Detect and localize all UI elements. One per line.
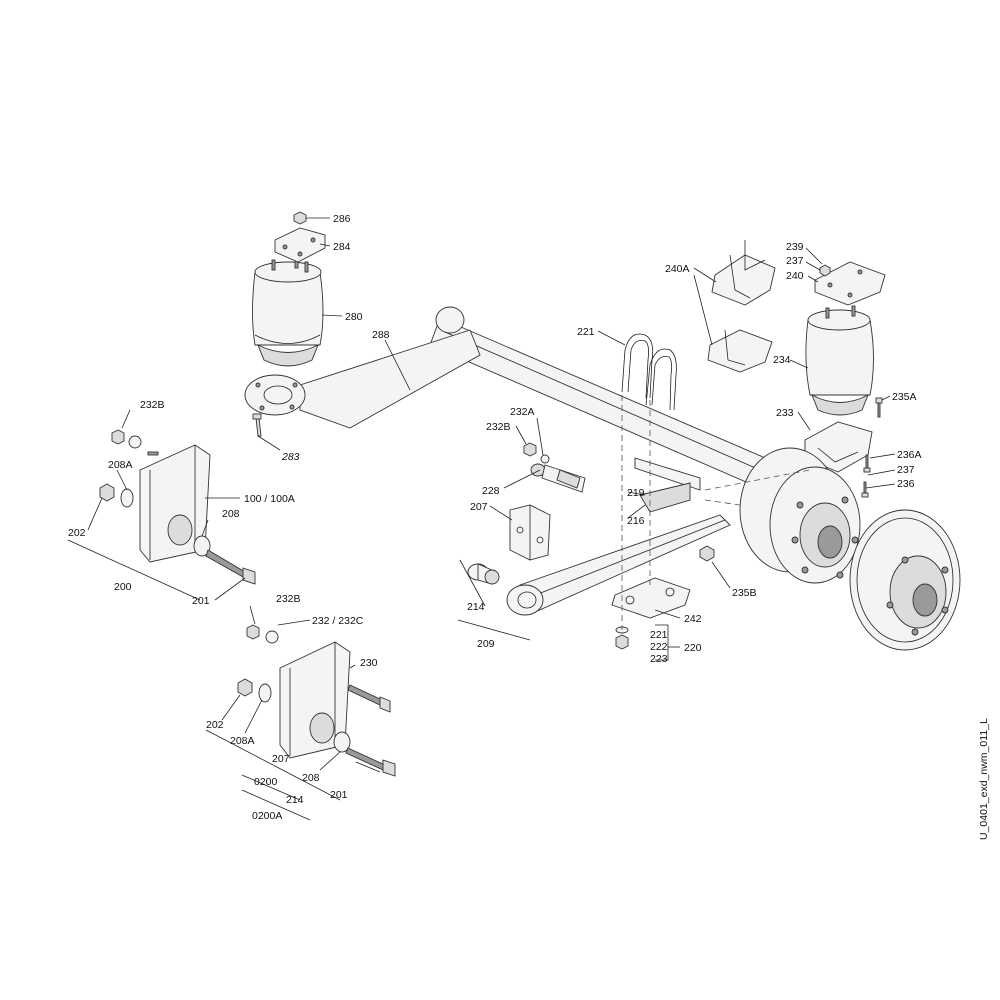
nut-202-lower <box>237 678 253 697</box>
label-286: 286 <box>333 213 351 225</box>
label-222: 222 <box>650 641 668 653</box>
nut-235B <box>699 545 715 562</box>
label-207-center: 207 <box>470 501 488 513</box>
label-202-lower: 202 <box>206 719 224 731</box>
bolt-201-lower <box>345 747 396 777</box>
label-0200A: 0200A <box>252 810 282 822</box>
brake-drum <box>739 447 861 584</box>
washer-208A-lower <box>258 683 272 703</box>
label-232A: 232A <box>510 406 535 418</box>
air-spring-280 <box>252 257 324 367</box>
label-239: 239 <box>786 241 804 253</box>
top-plate-284 <box>274 227 326 263</box>
label-202-upper: 202 <box>68 527 86 539</box>
label-223: 223 <box>650 653 668 665</box>
label-228: 228 <box>482 485 500 497</box>
label-234: 234 <box>773 354 791 366</box>
label-237-top: 237 <box>786 255 804 267</box>
u-bolt-221 <box>621 333 677 411</box>
fastener-set-220 <box>615 626 629 650</box>
label-242: 242 <box>684 613 702 625</box>
nut-232B-center <box>523 442 537 457</box>
bushing-214-center <box>467 563 500 585</box>
axle-seat-242 <box>611 577 691 619</box>
nut-286 <box>293 211 307 225</box>
label-235B: 235B <box>732 587 757 599</box>
label-221-top: 221 <box>577 326 595 338</box>
label-209: 209 <box>477 638 495 650</box>
nut-232B-upper <box>111 429 159 456</box>
label-240A: 240A <box>665 263 690 275</box>
hanger-bracket-230 <box>279 641 351 759</box>
bolt-236 <box>861 481 869 498</box>
drawing-code: U_0401_exd_nwm_011_L <box>978 718 990 840</box>
label-232B-upper: 232B <box>140 399 165 411</box>
label-208A-lower: 208A <box>230 735 255 747</box>
label-232B-center: 232B <box>486 421 511 433</box>
washer-208A-upper <box>120 488 134 508</box>
trailing-arm-288 <box>244 329 481 429</box>
nut-202-upper <box>99 483 115 502</box>
brake-disc <box>849 509 961 651</box>
label-207-lower: 207 <box>272 753 290 765</box>
bolt-201-upper <box>205 549 256 585</box>
washer-232A <box>540 454 550 464</box>
shock-absorber-228 <box>530 463 586 493</box>
part-labels: 286 284 280 288 283 221 240A 239 237 240… <box>68 213 922 822</box>
spring-beam-209 <box>506 514 731 616</box>
nut-232B-lower <box>246 624 279 644</box>
label-237-bottom: 237 <box>897 464 915 476</box>
bolt-230 <box>347 684 391 713</box>
label-283: 283 <box>281 451 300 463</box>
leader-lines <box>67 217 896 821</box>
bolt-283 <box>252 413 262 437</box>
label-232-232C: 232 / 232C <box>312 615 364 627</box>
axle-beam <box>429 306 771 489</box>
bolt-236A <box>863 454 871 473</box>
label-232B-lower: 232B <box>276 593 301 605</box>
label-201-upper: 201 <box>192 595 210 607</box>
label-220: 220 <box>684 642 702 654</box>
label-200: 200 <box>114 581 132 593</box>
label-233: 233 <box>776 407 794 419</box>
label-221-bottom: 221 <box>650 629 668 641</box>
bracket-207-center <box>509 504 551 561</box>
alignment-line-hub <box>704 469 811 506</box>
label-230: 230 <box>360 657 378 669</box>
label-208-lower: 208 <box>302 772 320 784</box>
label-208A-upper: 208A <box>108 459 133 471</box>
spindle-219 <box>634 457 701 513</box>
label-288: 288 <box>372 329 390 341</box>
hanger-bracket-100 <box>139 444 211 563</box>
label-216: 216 <box>627 515 645 527</box>
top-plate-240 <box>814 261 886 306</box>
lower-plate-233 <box>804 421 873 473</box>
air-spring-234 <box>805 305 874 416</box>
label-201-lower: 201 <box>330 789 348 801</box>
label-280: 280 <box>345 311 363 323</box>
label-236: 236 <box>897 478 915 490</box>
bracket-240A <box>707 240 776 373</box>
label-100-100A: 100 / 100A <box>244 493 295 505</box>
label-236A: 236A <box>897 449 922 461</box>
label-208-upper: 208 <box>222 508 240 520</box>
label-235A: 235A <box>892 391 917 403</box>
label-284: 284 <box>333 241 351 253</box>
label-214-center: 214 <box>467 601 485 613</box>
label-214-lower: 214 <box>286 794 304 806</box>
label-0200: 0200 <box>254 776 278 788</box>
label-219: 219 <box>627 487 645 499</box>
label-240: 240 <box>786 270 804 282</box>
bolt-235A <box>875 397 883 418</box>
washer-208-lower <box>333 731 351 753</box>
